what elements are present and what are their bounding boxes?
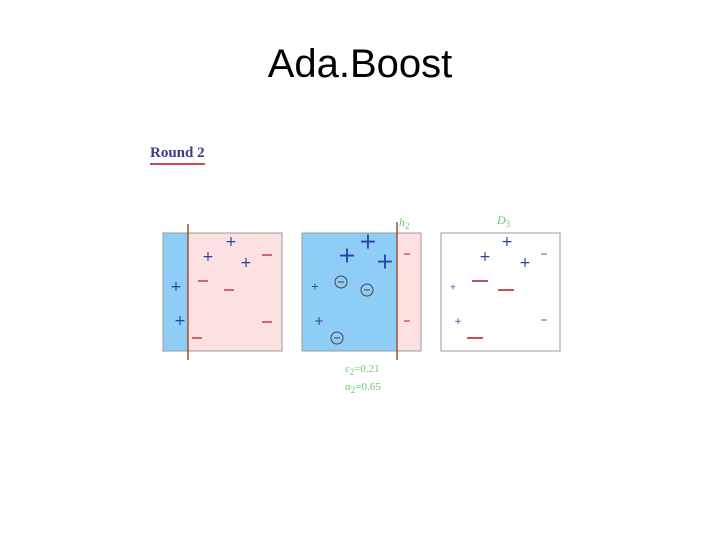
plus-mark: + <box>338 244 356 269</box>
plus-mark: + <box>454 317 462 327</box>
panel-previous-round: + + + + + <box>162 224 283 360</box>
plus-mark: + <box>202 249 214 265</box>
panel-1-right-region <box>188 233 282 351</box>
plus-mark: + <box>519 255 531 271</box>
plus-mark: + <box>314 314 324 328</box>
plus-mark: + <box>376 250 394 275</box>
plus-mark: + <box>359 230 377 255</box>
panel-1-frame <box>162 232 283 352</box>
classifier-weight: α2=0.65 <box>345 381 381 395</box>
plus-mark: + <box>174 313 186 329</box>
boundary-label-h2: h2 <box>399 215 410 231</box>
plus-mark: + <box>170 279 182 295</box>
round-label: Round 2 <box>150 145 205 165</box>
panel-2-right-region <box>397 233 421 351</box>
panel-2-frame <box>301 232 422 352</box>
error-rate: ε2=0.21 <box>345 363 380 377</box>
panel-updated-distribution: D3 + + + + + <box>440 213 561 352</box>
plus-mark: + <box>450 283 457 292</box>
circled-minus-mark <box>330 331 344 345</box>
plus-mark: + <box>240 255 252 271</box>
panel-weak-classifier: h2 + + + + + ε2=0.21 α2=0.65 <box>301 215 422 395</box>
panel-2-left-region <box>302 233 397 351</box>
plus-mark: + <box>225 234 237 250</box>
distribution-label-d3: D3 <box>496 213 511 229</box>
panel-3-frame <box>440 232 561 352</box>
circled-minus-mark <box>360 283 374 297</box>
circled-minus-mark <box>334 275 348 289</box>
plus-mark: + <box>311 282 319 293</box>
slide-title: Ada.Boost <box>267 42 453 86</box>
panel-1-left-region <box>163 233 188 351</box>
plus-mark: + <box>479 249 491 265</box>
plus-mark: + <box>501 234 513 250</box>
